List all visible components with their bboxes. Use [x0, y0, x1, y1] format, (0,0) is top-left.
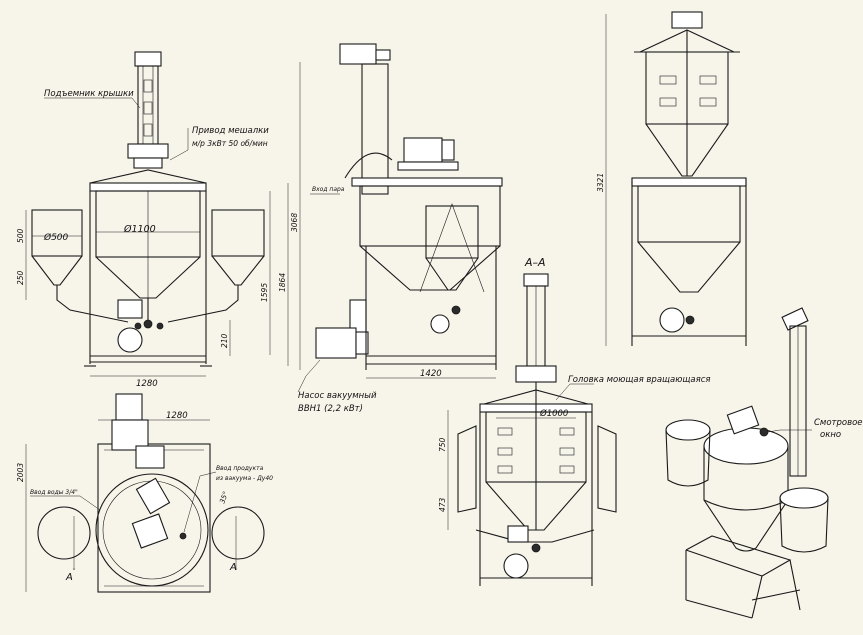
sight-label-1: Смотровое: [814, 418, 863, 428]
sight-window: [759, 427, 769, 437]
product-in-label-2: из вакуума - Ду40: [216, 475, 273, 482]
dim-750: 750: [438, 437, 447, 452]
dim-500: 500: [16, 228, 25, 243]
side-view: [299, 43, 503, 379]
lid-lifter-column: [127, 51, 169, 169]
section-frame: [479, 412, 593, 586]
small-tank-left: [31, 209, 83, 286]
steam-in-label: Вход пара: [312, 186, 345, 193]
dim-473: 473: [438, 497, 447, 512]
section-side-parts: [457, 425, 617, 543]
dim-d1100: Ø1100: [123, 224, 156, 235]
side-frame: [365, 246, 497, 370]
sight-label-2: окно: [820, 430, 841, 440]
section-view: [447, 273, 617, 586]
dim-angle-35: 35°: [218, 490, 230, 504]
front-view: [25, 51, 289, 377]
top-lid-hatch: [131, 477, 187, 549]
dim-1595: 1595: [260, 283, 269, 302]
iso-column: [781, 307, 809, 477]
dim-3321: 3321: [596, 173, 605, 192]
piping-and-pump: [56, 285, 239, 353]
dim-1864: 1864: [278, 273, 287, 292]
section-dimensions: [447, 410, 576, 530]
side-dimensions: [299, 62, 496, 379]
product-in-label-1: Ввод продукта: [216, 465, 264, 472]
top-view: [25, 393, 265, 593]
side-pump: [315, 299, 461, 359]
section-mark-left: А: [65, 572, 73, 583]
pump-label-2: ВВН1 (2,2 кВт): [298, 404, 363, 414]
dim-250: 250: [16, 270, 25, 285]
text-labels: Подъемник крышки Привод мешалки м/р 3кВт…: [30, 89, 863, 583]
isometric-view: [665, 307, 829, 619]
section-mark-right: А: [229, 562, 237, 573]
top-main-vessel: [95, 473, 209, 587]
section-column: [515, 273, 557, 383]
top-small-tank-right: [211, 506, 265, 560]
dim-3068: 3068: [290, 213, 299, 232]
water-in-label: Ввод воды 3/4": [30, 489, 78, 496]
dim-2003: 2003: [16, 463, 25, 482]
dim-d1000: Ø1000: [539, 408, 568, 419]
right-view: [605, 11, 747, 346]
right-vessel: [631, 177, 747, 333]
top-small-tank-left: [37, 506, 91, 560]
section-pump: [503, 525, 541, 579]
lid-lifter-label: Подъемник крышки: [44, 89, 134, 99]
drive-label-2: м/р 3кВт 50 об/мин: [192, 139, 268, 148]
side-cone-tank: [419, 203, 485, 293]
front-dimensions: [25, 183, 289, 377]
top-dimensions: [25, 419, 210, 592]
section-label: А–А: [524, 256, 546, 269]
section-line: [74, 516, 236, 570]
pump-label-1: Насос вакуумный: [298, 391, 377, 401]
side-column: [339, 43, 391, 195]
drive-label-1: Привод мешалки: [192, 126, 269, 136]
right-frame: [605, 14, 747, 346]
wash-head-label: Головка моющая вращающаяся: [568, 375, 711, 385]
frame-legs: [84, 191, 212, 367]
dim-210: 210: [220, 333, 229, 348]
side-motor: [397, 137, 459, 171]
dim-d500: Ø500: [43, 232, 69, 243]
dim-1420: 1420: [420, 369, 442, 379]
top-motor: [111, 393, 165, 469]
dim-1280-top: 1280: [166, 411, 188, 421]
iso-frame: [685, 535, 801, 619]
small-tank-right: [211, 209, 265, 286]
right-hopper: [645, 30, 729, 177]
section-vessel: [479, 382, 593, 531]
dimension-values: Ø500 Ø1100 Ø1000 500 250 1595 1864 210 1…: [16, 173, 605, 512]
iso-vessel: [703, 405, 789, 552]
leader-lines: [30, 97, 812, 533]
dim-1280-front: 1280: [136, 379, 158, 389]
iso-small-tanks: [665, 419, 829, 553]
